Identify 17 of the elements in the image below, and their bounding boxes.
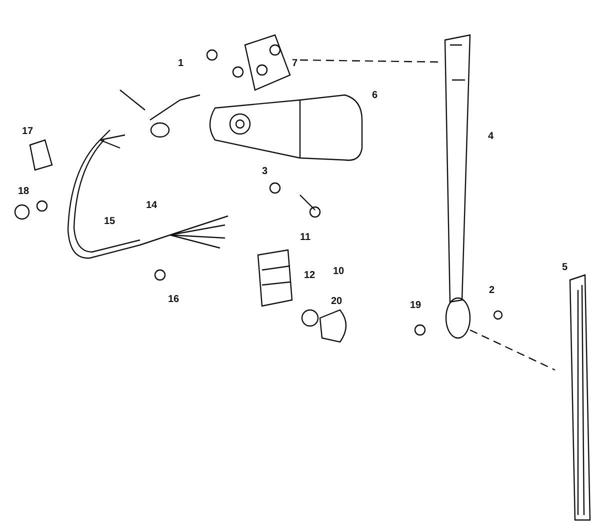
- callout-number: 11: [300, 232, 311, 243]
- callout-number: 1: [178, 58, 184, 69]
- callout-number: 2: [489, 285, 495, 296]
- callout-number: 17: [22, 126, 34, 137]
- callout-number: 10: [333, 266, 344, 277]
- callout-number: 3: [262, 166, 268, 177]
- callout-number: 20: [331, 296, 342, 307]
- callout-number: 14: [146, 200, 158, 211]
- callout-number: 15: [104, 216, 116, 227]
- callout-number: 7: [292, 58, 298, 69]
- callout-number: 19: [410, 300, 422, 311]
- callout-number: 18: [18, 186, 30, 197]
- callout-number: 5: [562, 262, 568, 273]
- callout-number: 16: [168, 294, 180, 305]
- callout-number: 4: [488, 131, 494, 142]
- callout-number: 6: [372, 90, 378, 101]
- callout-number: 12: [304, 270, 316, 281]
